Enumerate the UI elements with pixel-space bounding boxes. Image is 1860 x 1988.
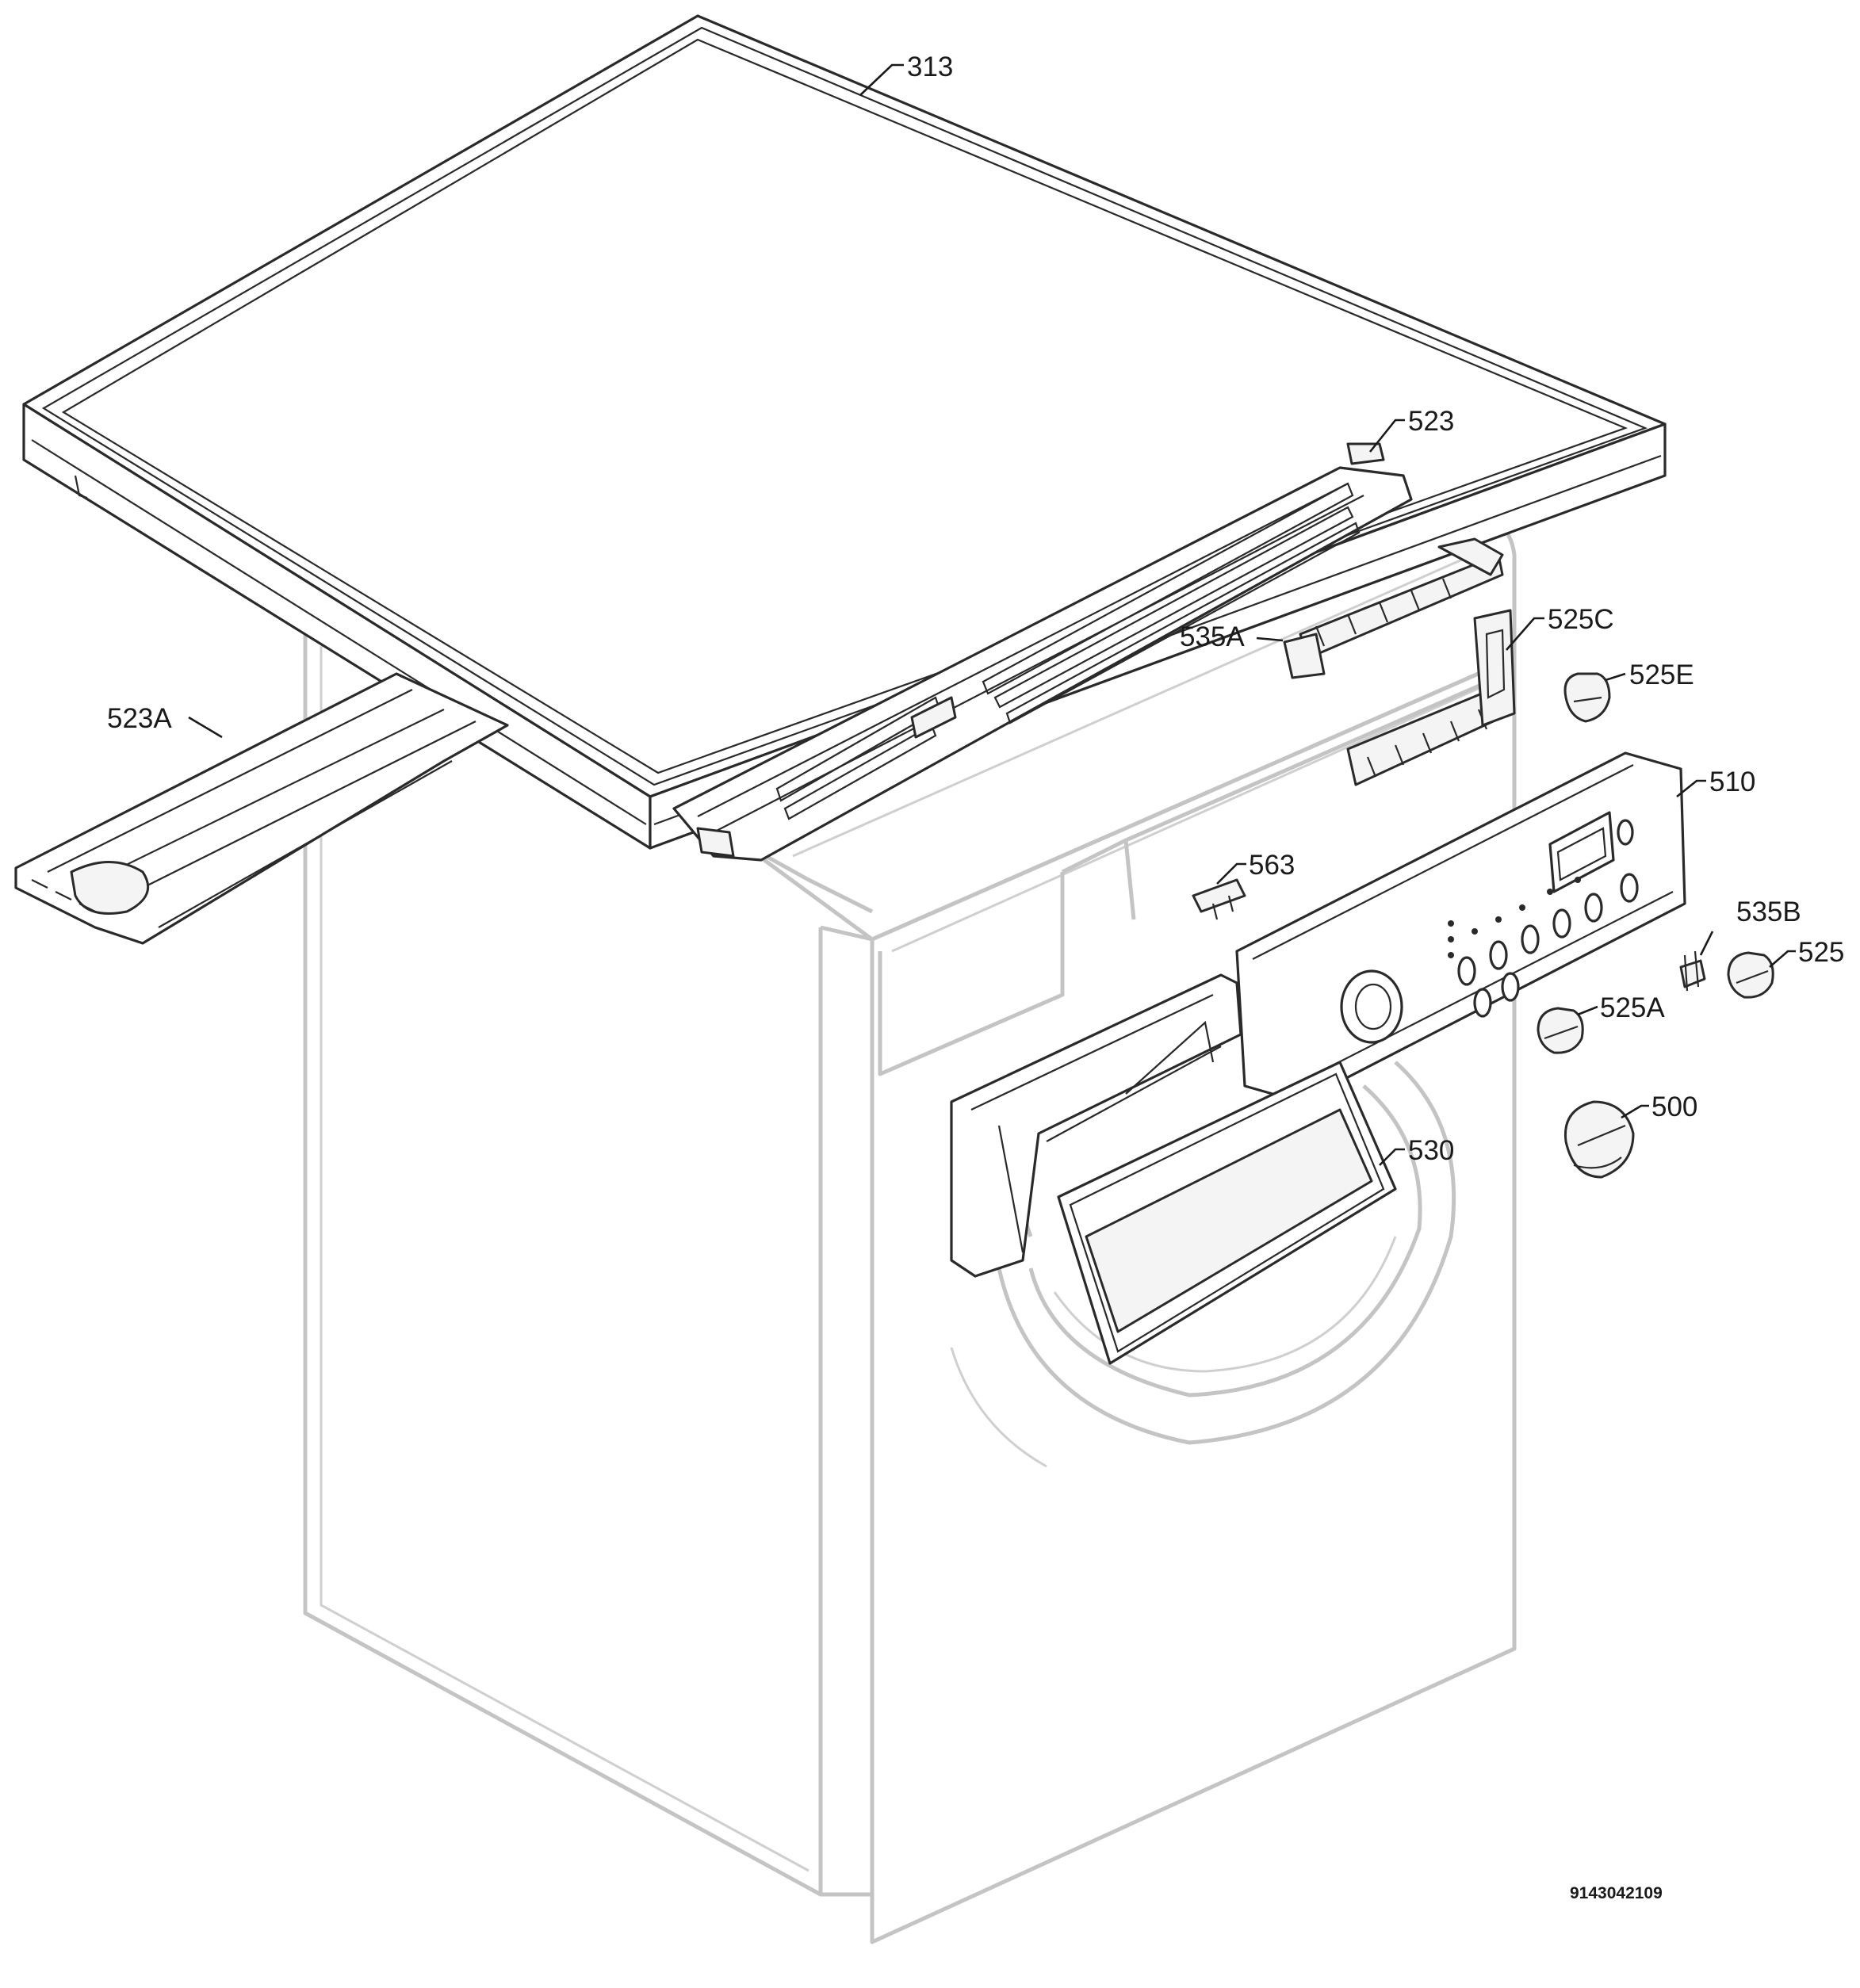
callout-563: 563	[1249, 850, 1295, 881]
leader-lines	[188, 63, 1796, 1166]
callout-510: 510	[1709, 767, 1755, 797]
program-knob-500-part	[1563, 1100, 1635, 1179]
callout-525a: 525A	[1600, 992, 1665, 1023]
callout-525: 525	[1798, 937, 1844, 968]
pin-563-part	[1192, 878, 1246, 920]
rear-cross-rail-part	[672, 442, 1413, 862]
callout-500: 500	[1651, 1091, 1697, 1122]
button-525a-part	[1537, 1007, 1584, 1054]
control-panel-fascia-part	[1235, 751, 1686, 1103]
callout-535a: 535A	[1180, 621, 1245, 652]
callout-535b: 535B	[1736, 897, 1801, 927]
callout-530: 530	[1408, 1135, 1454, 1166]
connector-535b-part	[1679, 950, 1706, 992]
led-connector-535a-part	[1283, 537, 1504, 679]
button-525e-part	[1563, 672, 1611, 723]
callout-525c: 525C	[1548, 604, 1614, 635]
callout-525e: 525E	[1629, 659, 1694, 690]
detergent-drawer-part	[950, 973, 1397, 1365]
document-number: 9143042109	[1570, 1884, 1663, 1902]
button-525-part	[1727, 951, 1774, 999]
side-rail-part	[14, 672, 509, 945]
callout-labels: 313 523 523A 535A 525C 525E 510 563 535B…	[107, 52, 1844, 1902]
callout-523: 523	[1408, 406, 1454, 437]
callout-313: 313	[907, 52, 953, 82]
callout-523a: 523A	[107, 703, 172, 734]
switch-bracket-525c-part	[1346, 609, 1516, 786]
